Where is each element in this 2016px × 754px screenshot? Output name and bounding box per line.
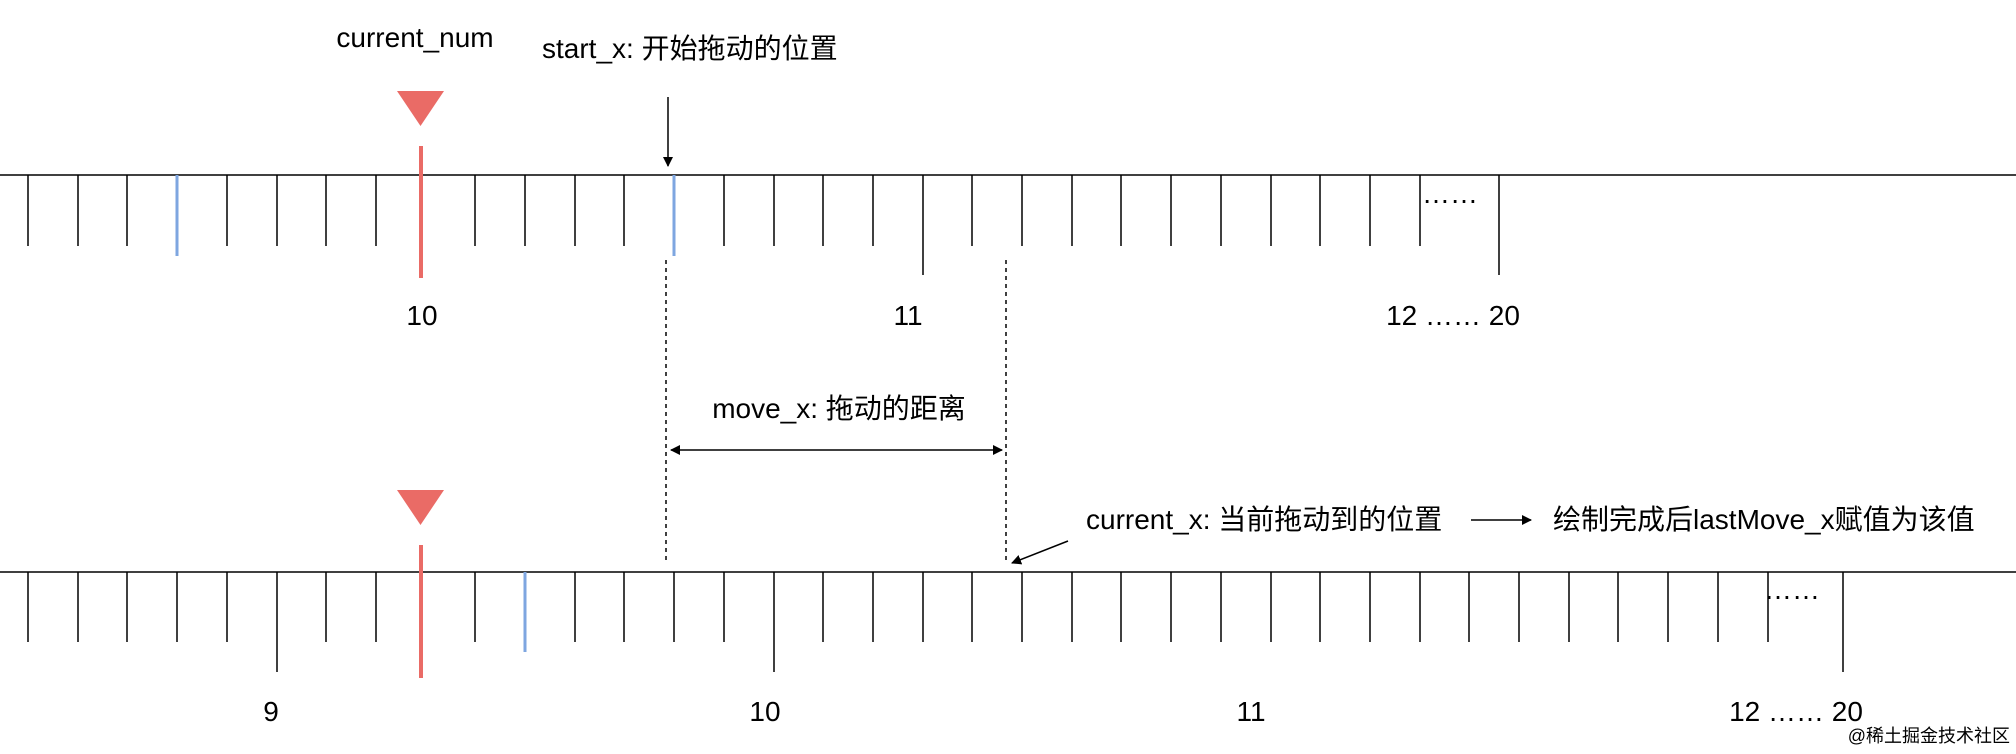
top-ruler-ticks xyxy=(27,175,1500,275)
top-ruler-number: 11 xyxy=(893,300,922,331)
result-label: 绘制完成后lastMove_x赋值为该值 xyxy=(1553,504,1975,535)
top-ruler: …… 10 11 12 …… 20 xyxy=(0,174,2016,331)
top-ruler-number: 12 …… 20 xyxy=(1386,300,1520,331)
current-num-label: current_num xyxy=(336,22,493,53)
start-x-label: start_x: 开始拖动的位置 xyxy=(542,33,838,64)
bottom-ruler-ticks xyxy=(27,572,1844,672)
bottom-ruler-number: 11 xyxy=(1236,696,1265,727)
bottom-ruler-number: 9 xyxy=(263,696,279,727)
bottom-ruler-number: 10 xyxy=(749,696,780,727)
bottom-ruler-ellipsis: …… xyxy=(1764,574,1820,605)
current-x-label: current_x: 当前拖动到的位置 xyxy=(1086,504,1442,535)
bottom-ruler-number: 12 …… 20 xyxy=(1729,696,1863,727)
top-ruler-number: 10 xyxy=(406,300,437,331)
move-x-label: move_x: 拖动的距离 xyxy=(712,393,966,424)
top-pointer-triangle xyxy=(397,91,444,126)
top-ruler-ellipsis: …… xyxy=(1422,178,1478,209)
watermark: @稀土掘金技术社区 xyxy=(1848,726,2010,746)
bottom-ruler: …… 9 10 11 12 …… 20 xyxy=(0,571,2016,727)
bottom-pointer-triangle xyxy=(397,490,444,525)
current-x-arrow xyxy=(1011,540,1069,565)
